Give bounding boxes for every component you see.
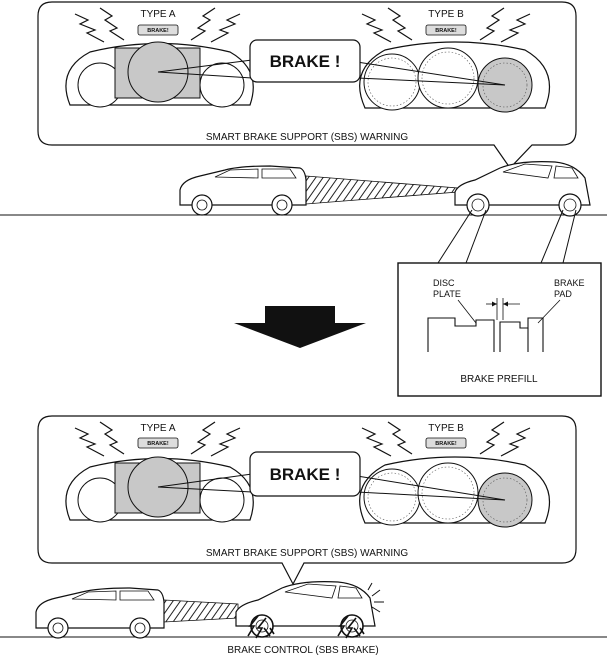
- warning-zigzag-icon: [190, 421, 216, 455]
- cluster-type-b: BRAKE! TYPE B: [359, 421, 551, 528]
- brake-pad-shape: [499, 317, 544, 352]
- down-arrow-icon: [234, 306, 366, 348]
- type-a-indicator: [137, 24, 179, 36]
- warning-zigzag-icon: [387, 421, 413, 455]
- warning-zigzag-icon: [500, 427, 531, 457]
- disc-plate-shape: [427, 317, 495, 352]
- own-vehicle-braking: [235, 581, 384, 639]
- front-vehicle: [179, 165, 307, 216]
- type-a-indicator-text: BRAKE!: [147, 441, 169, 447]
- disc-plate-label-line2: PLATE: [433, 289, 461, 299]
- warning-zigzag-icon: [74, 427, 105, 457]
- brake-message-bubble: BRAKE !: [157, 451, 506, 501]
- type-b-indicator-text: BRAKE!: [435, 28, 457, 34]
- brake-light-icon: [367, 582, 384, 613]
- radar-beam: [163, 599, 239, 623]
- type-b-indicator: [425, 24, 467, 36]
- road-scene-top: [0, 161, 607, 264]
- warning-zigzag-icon: [387, 7, 413, 41]
- prefill-caption: BRAKE PREFILL: [460, 374, 538, 385]
- warning-zigzag-icon: [361, 13, 392, 43]
- warning-zigzag-icon: [500, 13, 531, 43]
- radar-beam: [305, 175, 459, 205]
- warning-caption-bottom: SMART BRAKE SUPPORT (SBS) WARNING: [206, 548, 408, 559]
- type-b-indicator-text: BRAKE!: [435, 441, 457, 447]
- warning-zigzag-icon: [99, 7, 125, 41]
- type-a-indicator-text: BRAKE!: [147, 28, 169, 34]
- warning-zigzag-icon: [479, 421, 505, 455]
- brake-message-bubble: BRAKE !: [157, 39, 506, 86]
- own-vehicle: [454, 161, 591, 217]
- type-b-label: TYPE B: [428, 423, 464, 434]
- cluster-type-b: BRAKE! TYPE B: [359, 7, 551, 113]
- type-a-label: TYPE A: [140, 423, 175, 434]
- type-a-indicator: [137, 437, 179, 449]
- prefill-inset: DISC PLATE BRAKE PAD BRAKE PREFILL: [397, 262, 602, 397]
- warning-panel-top: BRAKE! TYPE A BRAKE! TYPE B: [37, 1, 577, 169]
- brake-squeal-icon: [247, 615, 275, 639]
- warning-zigzag-icon: [99, 421, 125, 455]
- warning-zigzag-icon: [361, 427, 392, 457]
- brake-control-caption: BRAKE CONTROL (SBS BRAKE): [227, 645, 378, 656]
- warning-zigzag-icon: [210, 13, 241, 43]
- brake-pad-label-line2: PAD: [554, 289, 572, 299]
- warning-zigzag-icon: [210, 427, 241, 457]
- warning-zigzag-icon: [74, 13, 105, 43]
- brake-pad-label-line1: BRAKE: [554, 278, 585, 288]
- brake-message-text: BRAKE !: [270, 465, 341, 484]
- type-a-label: TYPE A: [140, 9, 175, 20]
- road-scene-bottom: BRAKE CONTROL (SBS BRAKE): [0, 581, 607, 656]
- front-vehicle: [35, 587, 165, 639]
- type-b-indicator: [425, 437, 467, 449]
- warning-caption-top: SMART BRAKE SUPPORT (SBS) WARNING: [206, 132, 408, 143]
- warning-zigzag-icon: [190, 7, 216, 41]
- type-b-label: TYPE B: [428, 9, 464, 20]
- brake-squeal-icon: [337, 615, 365, 639]
- warning-zigzag-icon: [479, 7, 505, 41]
- brake-message-text: BRAKE !: [270, 52, 341, 71]
- disc-plate-label-line1: DISC: [433, 278, 455, 288]
- warning-panel-bottom: BRAKE! TYPE A BRAKE! TYPE B: [37, 415, 577, 586]
